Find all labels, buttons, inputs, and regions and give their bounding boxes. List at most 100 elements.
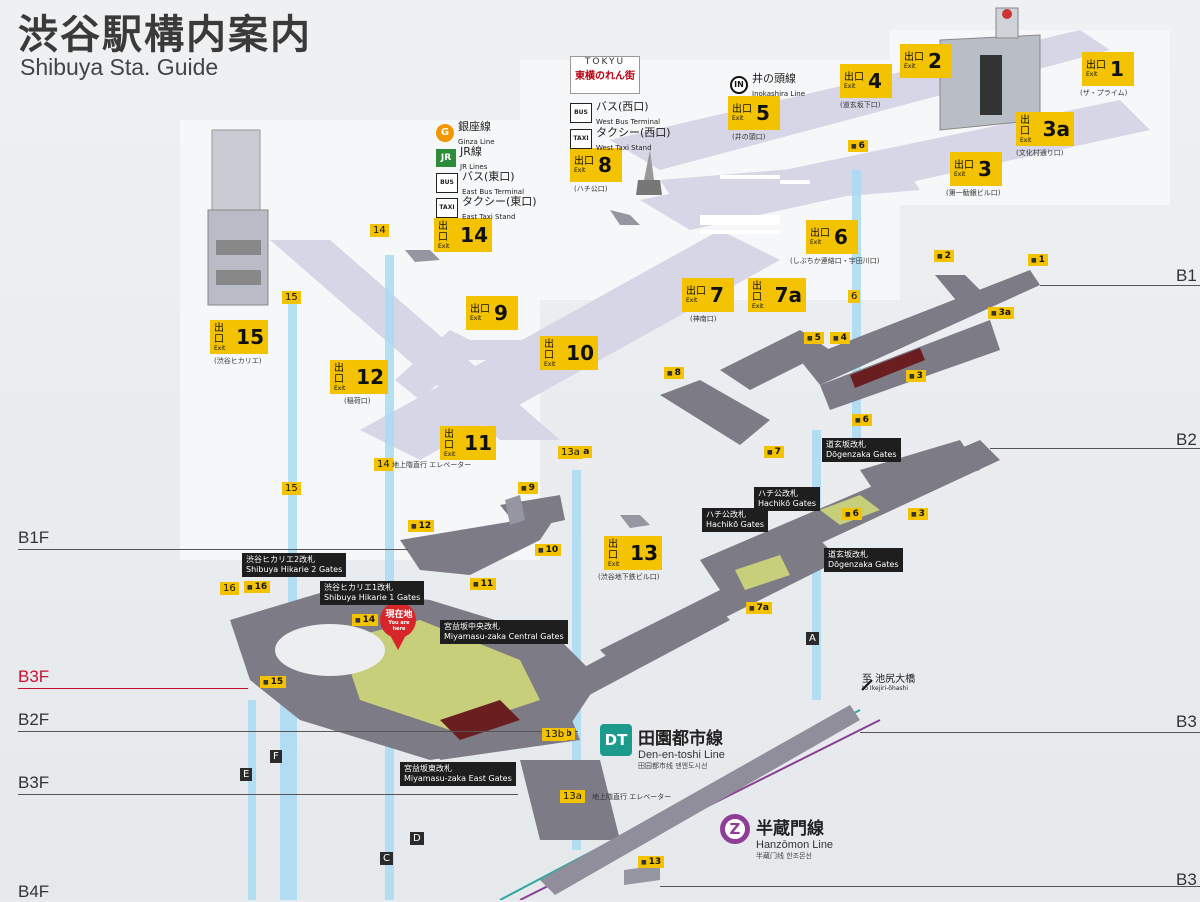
small-exit-8: 8 xyxy=(664,367,684,379)
floor-label-b2f: B2F xyxy=(18,710,50,729)
floor-line-right-b3 xyxy=(860,732,1200,733)
elevator-note-b1: 地上階直行 エレベーター xyxy=(392,461,472,469)
elevator-note-13a: 地上階直行 エレベーター xyxy=(592,793,672,801)
floor-line-b2f xyxy=(18,731,578,732)
elevator-f: F xyxy=(270,750,282,763)
exit-caption-5: (井の頭口) xyxy=(732,133,766,141)
b3-yellow-area xyxy=(340,620,540,730)
elevator-14-surface: 14 xyxy=(370,224,389,237)
denentoshi-icon: DT xyxy=(600,724,632,756)
elevator-13a-b3: 13a xyxy=(560,790,585,803)
elevator-15-surface: 15 xyxy=(282,291,301,304)
small-exit-3a: 3a xyxy=(988,307,1015,319)
floor-label-b3f: B3F xyxy=(18,773,50,792)
elevator-13b: 13b xyxy=(542,728,568,741)
transfer-bus-west: BUS バス(西口)West Bus Terminal xyxy=(570,98,660,127)
small-exit-4: 4 xyxy=(830,332,850,344)
elevator-6-b1: 6 xyxy=(848,290,861,303)
b2-yellow-area-1 xyxy=(735,555,790,590)
exit-caption-3a: (文化村通り口) xyxy=(1016,149,1064,157)
b1-left-structures xyxy=(400,495,565,575)
small-exit-2: 2 xyxy=(934,250,954,262)
exit-caption-6: (しぶちか連絡口・宇田川口) xyxy=(790,257,880,265)
platform-b3 xyxy=(540,705,860,895)
small-exit-16: 16 xyxy=(244,581,271,593)
page-subtitle: Shibuya Sta. Guide xyxy=(20,54,219,80)
exit-caption-4: (道玄坂下口) xyxy=(840,101,881,109)
floor-label-right-b1: B1 xyxy=(1176,266,1197,285)
exit-caption-15: (渋谷ヒカリエ) xyxy=(214,357,262,365)
small-exit-6-b2: 6 xyxy=(842,508,862,520)
current-location-marker xyxy=(380,602,416,638)
taxi-icon: TAXI xyxy=(436,197,458,218)
exit-caption-8: (ハチ公口) xyxy=(574,185,608,193)
transfer-bus-east: BUS バス(東口)East Bus Terminal xyxy=(436,168,524,197)
small-exit-10: 10 xyxy=(535,544,562,556)
tokyu-noren-gai-sign: TOKYU 東横のれん街 xyxy=(570,56,640,94)
page-title: 渋谷駅構内案内 xyxy=(18,12,312,58)
elevator-d: D xyxy=(410,832,424,845)
small-exit-13: 13 xyxy=(638,856,665,868)
floor-label-b4f: B4F xyxy=(18,882,50,901)
elevator-13a-b1: 13a xyxy=(558,446,583,459)
floor-line-right-b1 xyxy=(1040,285,1200,286)
small-exit-5: 5 xyxy=(804,332,824,344)
floor-label-right-b2: B2 xyxy=(1176,430,1197,449)
small-exit-9: 9 xyxy=(518,482,538,494)
small-exit-7a: 7a xyxy=(746,602,773,614)
elevator-16: 16 xyxy=(220,582,239,595)
exit-caption-7: (神南口) xyxy=(690,315,717,323)
elevator-c: C xyxy=(380,852,393,865)
crosswalks xyxy=(700,175,810,234)
floor-label-right-b3: B3 xyxy=(1176,712,1197,731)
b1-platform-red xyxy=(850,348,925,388)
ginza-icon: G xyxy=(436,123,454,142)
transfer-taxi-east: TAXI タクシー(東口)East Taxi Stand xyxy=(436,193,537,222)
small-exit-6-b1: 6 xyxy=(852,414,872,426)
floor-line-b3f-current xyxy=(18,688,248,689)
small-exit-14: 14 xyxy=(352,614,379,626)
exit-caption-1: (ザ・プライム) xyxy=(1080,89,1128,97)
elevator-e: E xyxy=(240,768,253,781)
elevator-14-b1: 14 xyxy=(374,458,393,471)
floor-line-b3f xyxy=(18,794,518,795)
floor-line-right-b2 xyxy=(990,448,1200,449)
hikarie-building xyxy=(207,129,269,306)
bus-icon: BUS xyxy=(436,172,458,193)
small-exit-1: 1 xyxy=(1028,254,1048,266)
small-exit-11: 11 xyxy=(470,578,497,590)
floor-line-right-b3-lower xyxy=(660,886,1200,887)
small-exit-7: 7 xyxy=(764,446,784,458)
elevator-a: A xyxy=(806,632,819,645)
bus-west-icon: BUS xyxy=(570,102,592,123)
jr-icon: JR xyxy=(436,148,456,167)
floor-line-b1f xyxy=(18,549,408,550)
exit-caption-12: (稲荷口) xyxy=(344,397,371,405)
